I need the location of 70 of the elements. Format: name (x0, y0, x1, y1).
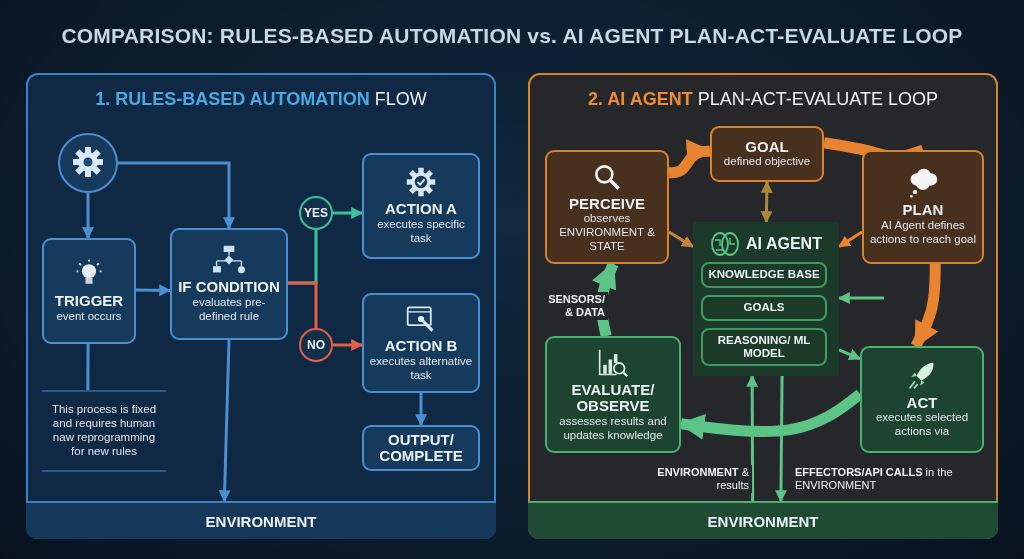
arrow (135, 284, 172, 297)
arrow (760, 180, 773, 224)
rules-panel (26, 73, 496, 539)
action-box (362, 293, 480, 393)
goals-box (701, 295, 827, 321)
trigger-box (42, 238, 136, 344)
node-label: GOALS (743, 301, 785, 315)
arrow (333, 339, 364, 351)
node-label: KNOWLEDGE BASE (708, 268, 820, 282)
arrow (746, 374, 759, 501)
panel-title: 1. RULES-BASED AUTOMATION FLOW (94, 89, 428, 110)
action-box (362, 153, 480, 259)
arrow (668, 230, 695, 248)
perceive-box (545, 150, 669, 264)
node-description: executes alternative task (368, 354, 474, 383)
reasoning-box (701, 328, 827, 366)
node-description: event occurs (56, 309, 122, 324)
loop-arrow (910, 264, 941, 349)
node-description: executes specific task (376, 217, 466, 246)
node-label: ENVIRONMENT (205, 512, 317, 530)
node-title: GOAL (745, 138, 789, 156)
arrow (82, 193, 95, 240)
output-box (362, 425, 480, 471)
node-title: ACTION B (384, 338, 458, 355)
node-title: AI AGENT (746, 235, 822, 253)
diagram-title: COMPARISON: RULES-BASED AUTOMATION vs. AI AGENT PLAN-ACT-EVALUATE LOOP (60, 24, 964, 48)
goal-box (710, 126, 824, 182)
knowledge-base-box (701, 262, 827, 288)
node-title: IF CONDITION (178, 279, 280, 296)
arrow (333, 207, 364, 219)
environment-band (528, 501, 998, 539)
node-title: TRIGGER (54, 293, 124, 310)
environment-band (26, 501, 496, 539)
no-circle (299, 328, 333, 362)
node-description: evaluates pre-defined rule (191, 295, 267, 324)
node-title: ACT (906, 394, 938, 412)
arrow (774, 376, 787, 503)
agent-box (693, 222, 839, 376)
node-title: PERCEIVE (569, 195, 645, 213)
condition-box (170, 228, 288, 340)
arrow (218, 339, 231, 503)
node-description: executes selected actions via (874, 411, 970, 440)
arrow (415, 393, 427, 427)
arrow (837, 292, 884, 305)
node-label: NO (307, 338, 325, 352)
node-title: PLAN (902, 202, 944, 219)
node-description: AI Agent defines actions to reach goal (868, 218, 978, 247)
node-description: observes ENVIRONMENT & STATE (558, 212, 656, 254)
note-text: This process is fixed and requires human naw reprogramming for new rules (42, 390, 166, 472)
gear-badge (58, 133, 118, 193)
yes-circle (299, 196, 333, 230)
node-description: assesses results and updates knowledge (558, 414, 668, 443)
connector-line (86, 344, 90, 390)
node-description: defined objective (723, 155, 811, 170)
evaluate-box (545, 336, 681, 453)
plan-box (862, 150, 984, 264)
panel-title: 2. AI AGENT PLAN-ACT-EVALUATE LOOP (586, 89, 940, 110)
node-label: REASONING/ ML MODEL (716, 333, 812, 361)
node-label: YES (304, 206, 328, 220)
act-box (860, 346, 984, 453)
node-title: ACTION A (385, 201, 457, 218)
arrow (118, 161, 235, 230)
node-title: EVALUATE/ OBSERVE (570, 381, 656, 415)
connector-line (288, 281, 318, 328)
agent-loop-panel (528, 73, 998, 539)
arrow (838, 348, 862, 361)
arrow (838, 230, 863, 248)
node-label: ENVIRONMENT (707, 512, 819, 530)
node-title: OUTPUT/ COMPLETE (378, 431, 464, 465)
loop-arrow (666, 139, 713, 179)
